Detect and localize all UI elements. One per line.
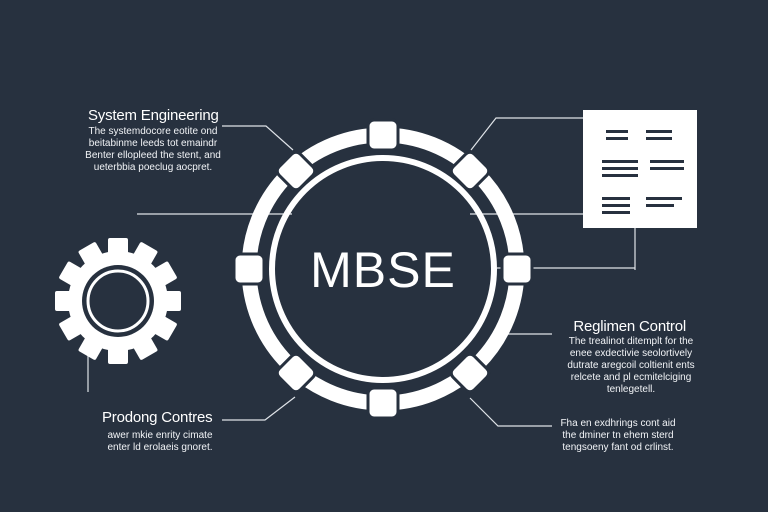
description-line: tenlegetell. bbox=[606, 384, 656, 395]
system-engineering-title: System Engineering bbox=[88, 107, 219, 124]
description-line: relcete and pl ecmitelciging bbox=[570, 372, 692, 383]
system-engineering-description: The systemdocore eotite ond beitabinme l… bbox=[78, 126, 228, 174]
description-line: tengsoeny fant od crlinst. bbox=[562, 442, 674, 453]
prodong-contres-description: awer mkie enrity cimate enter ld erolaei… bbox=[95, 430, 225, 454]
connector-right-bottom bbox=[469, 397, 552, 427]
description-line: The systemdocore eotite ond bbox=[88, 126, 218, 137]
description-line: beitabinme leeds tot emaindr bbox=[88, 138, 218, 149]
connector-document bbox=[470, 117, 583, 151]
reglimen-control-title: Reglimen Control bbox=[573, 318, 686, 335]
connector-top-left bbox=[222, 125, 294, 151]
mbse-ring bbox=[232, 118, 534, 420]
description-line: The trealinot ditemplt for the bbox=[568, 336, 694, 347]
ring-node-top-right bbox=[449, 150, 491, 192]
prodong-contres-title: Prodong Contres bbox=[102, 409, 213, 426]
ring-node-bottom-right bbox=[449, 352, 491, 394]
ring-node-right bbox=[500, 252, 534, 286]
gear-icon bbox=[55, 238, 181, 364]
right-bottom-description: Fha en exdhrings cont aid the dminer tn … bbox=[554, 418, 682, 454]
description-line: Benter ellopleed the stent, and bbox=[85, 150, 221, 161]
ring-nodes bbox=[232, 118, 534, 420]
description-line: enter ld erolaeis gnoret. bbox=[107, 442, 213, 453]
ring-node-top-left bbox=[275, 150, 317, 192]
description-line: ueterbbia poeclug aocpret. bbox=[93, 162, 213, 173]
ring-node-left bbox=[232, 252, 266, 286]
document-icon bbox=[583, 110, 697, 228]
ring-node-bottom-left bbox=[275, 352, 317, 394]
reglimen-control-description: The trealinot ditemplt for the enee exde… bbox=[555, 336, 707, 396]
center-label: MBSE bbox=[310, 242, 456, 298]
description-line: the dminer tn ehem sterd bbox=[562, 430, 674, 441]
description-line: enee exdectivie seolortively bbox=[569, 348, 693, 359]
description-line: awer mkie enrity cimate bbox=[107, 430, 213, 441]
ring-node-top bbox=[366, 118, 400, 152]
description-line: Fha en exdhrings cont aid bbox=[560, 418, 676, 429]
connector-bottom-left bbox=[222, 396, 296, 421]
inner-ring bbox=[269, 155, 497, 383]
description-line: dutrate aregcoil coltienit ents bbox=[567, 360, 695, 371]
ring-node-bottom bbox=[366, 386, 400, 420]
